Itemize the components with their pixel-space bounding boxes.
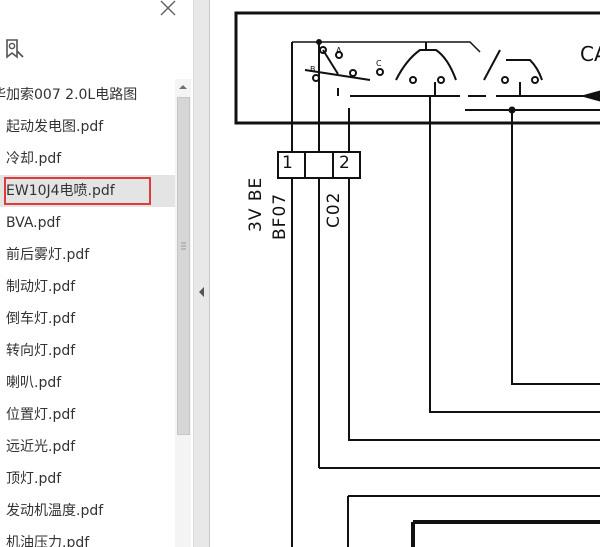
- switch-element-2: [395, 42, 457, 96]
- file-list-item[interactable]: 起动发电图.pdf: [0, 111, 175, 143]
- pin-1-label: 1: [282, 153, 293, 173]
- file-list-item[interactable]: 华加索007 2.0L电路图: [0, 79, 175, 111]
- connector-arrow: [580, 90, 600, 102]
- file-list-item[interactable]: 转向灯.pdf: [0, 335, 175, 367]
- switch-element-3: [483, 49, 543, 96]
- switch-mark-a: A: [336, 46, 342, 55]
- file-list-item[interactable]: 发动机温度.pdf: [0, 495, 175, 527]
- file-list-item[interactable]: 制动灯.pdf: [0, 271, 175, 303]
- chevron-up-icon: [179, 85, 187, 89]
- file-list-item[interactable]: 喇叭.pdf: [0, 367, 175, 399]
- file-item-label: 机油压力.pdf: [6, 535, 90, 547]
- panel-splitter[interactable]: [193, 0, 210, 547]
- bookmark-search-icon: [6, 39, 24, 59]
- pin-2-label: 2: [339, 153, 350, 173]
- file-item-label: 华加索007 2.0L电路图: [0, 87, 138, 103]
- file-item-label: 冷却.pdf: [6, 151, 62, 167]
- file-item-label: BVA.pdf: [6, 215, 61, 231]
- file-list-item[interactable]: 顶灯.pdf: [0, 463, 175, 495]
- scroll-thumb[interactable]: [177, 97, 190, 435]
- file-list-item[interactable]: 冷却.pdf: [0, 143, 175, 175]
- switch-mark-c: C: [376, 59, 382, 68]
- file-item-label: 转向灯.pdf: [6, 343, 76, 359]
- collapse-panel-button[interactable]: [198, 284, 206, 298]
- file-list-item[interactable]: BVA.pdf: [0, 207, 175, 239]
- grip-icon: [181, 242, 186, 250]
- close-icon: [160, 0, 176, 16]
- file-item-label: 前后雾灯.pdf: [6, 247, 90, 263]
- ref-c02-label: C02: [324, 191, 344, 228]
- ref-bf07-label: BF07: [270, 192, 290, 240]
- file-list-item[interactable]: 倒车灯.pdf: [0, 303, 175, 335]
- scroll-up-button[interactable]: [175, 79, 191, 95]
- edge-label: CA: [580, 42, 600, 66]
- chevron-left-icon: [199, 287, 204, 297]
- switch-mark-b: B: [310, 65, 316, 74]
- file-item-label: EW10J4电喷.pdf: [6, 183, 115, 199]
- internal-bus: [292, 41, 481, 53]
- bookmark-button[interactable]: [4, 38, 26, 60]
- file-list-item[interactable]: 远近光.pdf: [0, 431, 175, 463]
- close-panel-button[interactable]: [158, 0, 180, 18]
- file-item-label: 远近光.pdf: [6, 439, 76, 455]
- file-list-item[interactable]: 机油压力.pdf: [0, 527, 175, 547]
- document-view[interactable]: A B C 1 2 3V BE BF07 C02 CA: [210, 0, 600, 547]
- file-list-scrollbar[interactable]: [175, 79, 191, 547]
- switch-element-1: [304, 46, 384, 96]
- wiring-diagram: A B C: [234, 11, 600, 547]
- file-item-label: 发动机温度.pdf: [6, 503, 104, 519]
- file-list-item[interactable]: 前后雾灯.pdf: [0, 239, 175, 271]
- file-item-label: 制动灯.pdf: [6, 279, 76, 295]
- file-item-label: 起动发电图.pdf: [6, 119, 104, 135]
- switch-housing: [234, 11, 600, 125]
- connector-code-label: 3V BE: [246, 176, 266, 232]
- file-item-label: 顶灯.pdf: [6, 471, 62, 487]
- file-item-label: 倒车灯.pdf: [6, 311, 76, 327]
- file-item-label: 位置灯.pdf: [6, 407, 76, 423]
- file-list-item[interactable]: EW10J4电喷.pdf: [0, 175, 175, 207]
- file-item-label: 喇叭.pdf: [6, 375, 62, 391]
- file-list-item[interactable]: 位置灯.pdf: [0, 399, 175, 431]
